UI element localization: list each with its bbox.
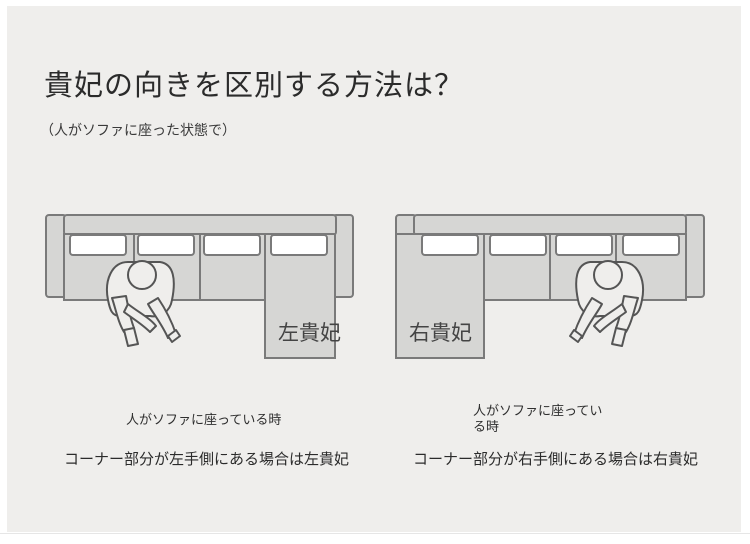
right-person-icon <box>569 260 644 347</box>
right-chaise-label: 右貴妃 <box>409 321 472 345</box>
right-chaise-sofa: 右貴妃 <box>395 214 705 359</box>
left-caption-big: コーナー部分が左手側にある場合は左貴妃 <box>64 450 350 468</box>
right-cushion-2 <box>489 234 547 256</box>
right-caption-small-line1: 人がソファに座ってい <box>473 404 603 419</box>
right-cushion-1 <box>421 234 479 256</box>
right-cushion-4 <box>622 234 680 256</box>
right-cushion-3 <box>555 234 613 256</box>
left-cushion-1 <box>69 234 127 256</box>
right-caption-big: コーナー部分が右手側にある場合は右貴妃 <box>413 450 699 468</box>
left-person-icon <box>106 260 181 347</box>
left-cushion-2 <box>137 234 195 256</box>
left-cushion-4 <box>270 234 328 256</box>
left-sofa-back <box>63 214 337 236</box>
left-caption-small: 人がソファに座っている時 <box>126 413 282 428</box>
page-title: 貴妃の向きを区別する方法は？ <box>44 68 465 102</box>
left-cushion-3 <box>203 234 261 256</box>
right-sofa-back <box>413 214 687 236</box>
left-chaise-sofa: 左貴妃 <box>45 214 354 359</box>
left-chaise-label: 左貴妃 <box>278 321 341 345</box>
bottom-divider <box>0 533 750 544</box>
right-caption-small-line2: る時 <box>473 420 500 435</box>
page-subtitle: （人がソファに座った状態で） <box>40 123 236 139</box>
